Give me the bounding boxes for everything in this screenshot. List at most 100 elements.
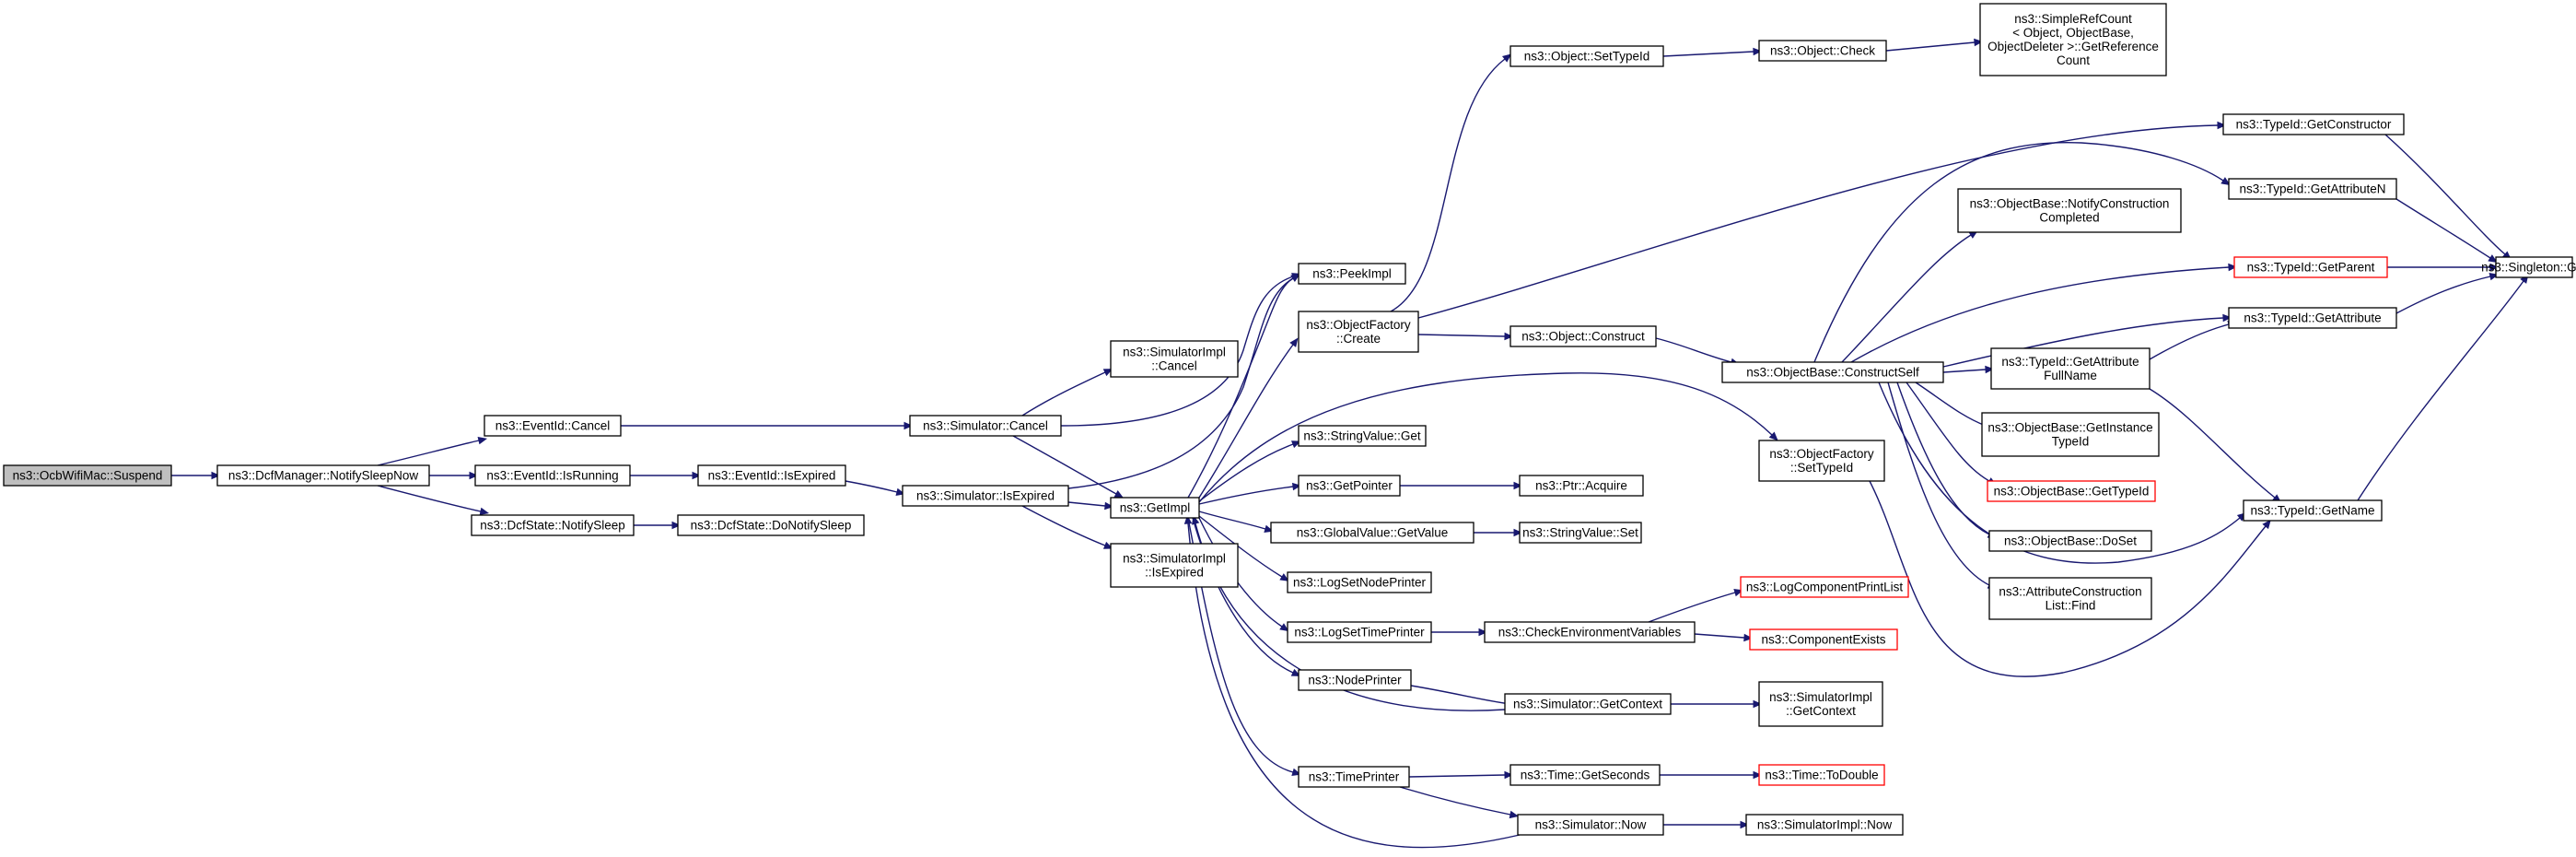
node-logNode[interactable]: ns3::LogSetNodePrinter [1287, 571, 1432, 593]
node-stringGet[interactable]: ns3::StringValue::Get [1298, 425, 1427, 447]
node-simNow[interactable]: ns3::Simulator::Now [1517, 814, 1664, 836]
node-label: ns3::NodePrinter [1308, 674, 1402, 687]
edge-arrowhead [671, 521, 682, 530]
node-simpleRef[interactable]: ns3::SimpleRefCount< Object, ObjectBase,… [1979, 3, 2167, 76]
node-ofCreate[interactable]: ns3::ObjectFactory::Create [1298, 311, 1419, 353]
node-ofSetTypeId[interactable]: ns3::ObjectFactory::SetTypeId [1758, 440, 1885, 482]
node-label: ns3::OcbWifiMac::Suspend [13, 469, 163, 483]
edge-logTime-to-checkEnv [1431, 628, 1488, 637]
edge-arrowhead [1753, 699, 1763, 709]
node-tidGetParent[interactable]: ns3::TypeId::GetParent [2233, 256, 2388, 278]
node-simCancel[interactable]: ns3::Simulator::Cancel [909, 415, 1062, 437]
node-box [1981, 412, 2160, 457]
node-label: < Object, ObjectBase, [2012, 26, 2134, 40]
node-simGetContext[interactable]: ns3::Simulator::GetContext [1504, 693, 1672, 715]
node-getImpl[interactable]: ns3::GetImpl [1110, 497, 1200, 519]
node-label: ns3::DcfState::DoNotifySleep [691, 519, 852, 533]
node-tidGetAttr[interactable]: ns3::TypeId::GetAttribute [2228, 307, 2397, 329]
node-construcSelf[interactable]: ns3::ObjectBase::ConstructSelf [1721, 361, 1944, 383]
edge-line [1942, 369, 1987, 373]
node-objCheck[interactable]: ns3::Object::Check [1758, 40, 1887, 62]
edge-line [377, 440, 480, 466]
node-label: ns3::DcfState::NotifySleep [480, 519, 625, 533]
edge-arrowhead [1985, 365, 1995, 374]
edge-arrowhead [1290, 668, 1301, 676]
node-tidGetAttrN[interactable]: ns3::TypeId::GetAttributeN [2228, 178, 2397, 200]
node-eventIsExpired[interactable]: ns3::EventId::IsExpired [697, 464, 846, 487]
edge-ofCreate-to-objSetTypeId [1390, 53, 1512, 312]
node-nodePrinter[interactable]: ns3::NodePrinter [1298, 669, 1412, 691]
edge-checkEnv-to-compExists [1694, 633, 1754, 642]
node-dcfStateNotify[interactable]: ns3::DcfState::NotifySleep [471, 514, 635, 536]
node-label: ns3::EventId::IsRunning [486, 469, 618, 483]
node-singletonGet[interactable]: ns3::Singleton::Get [2481, 256, 2576, 278]
edge-arrowhead [1504, 332, 1514, 341]
node-timeGetSeconds[interactable]: ns3::Time::GetSeconds [1509, 764, 1661, 786]
node-box [1270, 522, 1474, 544]
edge-construcSelf-to-tidGetParent [1850, 263, 2238, 363]
node-timeToDouble[interactable]: ns3::Time::ToDouble [1758, 764, 1885, 786]
node-box [2243, 499, 2383, 522]
edge-simIsExpired-to-simImplExpired [1021, 505, 1113, 549]
edge-line [1896, 382, 1990, 535]
edge-arrowhead [2220, 177, 2231, 186]
call-edges [171, 38, 2529, 849]
edge-dcfNotifySleep-to-dcfStateNotify [377, 485, 490, 516]
node-box [474, 464, 631, 487]
edge-arrowhead [1513, 528, 1523, 537]
node-notifyConstr[interactable]: ns3::ObjectBase::NotifyConstructionCompl… [1957, 188, 2182, 233]
node-logTime[interactable]: ns3::LogSetTimePrinter [1287, 621, 1432, 643]
node-label: ns3::GetPointer [1306, 479, 1393, 493]
node-eventCancel[interactable]: ns3::EventId::Cancel [484, 415, 622, 437]
node-objConstruct[interactable]: ns3::Object::Construct [1509, 325, 1657, 347]
node-box [1298, 425, 1427, 447]
node-checkEnv[interactable]: ns3::CheckEnvironmentVariables [1484, 621, 1696, 643]
edge-arrowhead [211, 471, 221, 480]
node-suspend[interactable]: ns3::OcbWifiMac::Suspend [3, 464, 172, 487]
edge-simGetContext-to-implGetContext [1671, 699, 1763, 709]
node-obGetTypeId[interactable]: ns3::ObjectBase::GetTypeId [1987, 480, 2156, 502]
node-box [1517, 814, 1664, 836]
node-implGetContext[interactable]: ns3::SimulatorImpl::GetContext [1758, 681, 1883, 727]
node-label: ns3::TypeId::GetConstructor [2236, 118, 2392, 132]
node-peekImpl[interactable]: ns3::PeekImpl [1298, 263, 1406, 285]
node-simIsExpired[interactable]: ns3::Simulator::IsExpired [902, 485, 1069, 507]
node-simImplCancel[interactable]: ns3::SimulatorImpl::Cancel [1110, 340, 1239, 378]
edge-arrowhead [2262, 519, 2271, 530]
node-dcfStateDo[interactable]: ns3::DcfState::DoNotifySleep [677, 514, 865, 536]
node-box [484, 415, 622, 437]
node-simImplExpired[interactable]: ns3::SimulatorImpl::IsExpired [1110, 543, 1239, 588]
node-label: TypeId [2052, 435, 2090, 449]
node-ptrAcquire[interactable]: ns3::Ptr::Acquire [1519, 475, 1644, 497]
edge-simNow-to-getImpl [1183, 514, 1521, 849]
node-dcfNotifySleep[interactable]: ns3::DcfManager::NotifySleepNow [216, 464, 430, 487]
node-label: ns3::LogSetTimePrinter [1294, 626, 1425, 640]
edge-line [1021, 371, 1106, 417]
edge-timePrinter-to-timeGetSeconds [1408, 770, 1514, 780]
edge-line [1198, 486, 1294, 505]
node-label: FullName [2044, 369, 2097, 382]
node-logCompPrint[interactable]: ns3::LogComponentPrintList [1740, 576, 1909, 598]
node-label: ns3::SimpleRefCount [2014, 12, 2132, 26]
node-getPointer[interactable]: ns3::GetPointer [1298, 475, 1401, 497]
edge-getImpl-to-globalGet [1198, 511, 1274, 533]
node-label: Completed [2039, 211, 2099, 225]
edge-line [1878, 382, 2241, 564]
node-eventIsRunning[interactable]: ns3::EventId::IsRunning [474, 464, 631, 487]
node-objSetTypeId[interactable]: ns3::Object::SetTypeId [1509, 45, 1664, 67]
node-implNow[interactable]: ns3::SimulatorImpl::Now [1745, 814, 1904, 836]
edge-line [1408, 774, 1506, 778]
node-obDoSet[interactable]: ns3::ObjectBase::DoSet [1988, 530, 2152, 552]
node-label: ns3::Time::GetSeconds [1521, 769, 1650, 782]
node-tidGetName[interactable]: ns3::TypeId::GetName [2243, 499, 2383, 522]
node-label: ns3::Simulator::IsExpired [916, 489, 1055, 503]
node-globalGet[interactable]: ns3::GlobalValue::GetValue [1270, 522, 1474, 544]
edge-line [1885, 41, 1976, 52]
node-tidGetConstr[interactable]: ns3::TypeId::GetConstructor [2222, 113, 2405, 135]
node-compExists[interactable]: ns3::ComponentExists [1749, 628, 1898, 651]
node-stringSet[interactable]: ns3::StringValue::Set [1519, 522, 1642, 544]
node-timePrinter[interactable]: ns3::TimePrinter [1298, 766, 1410, 788]
